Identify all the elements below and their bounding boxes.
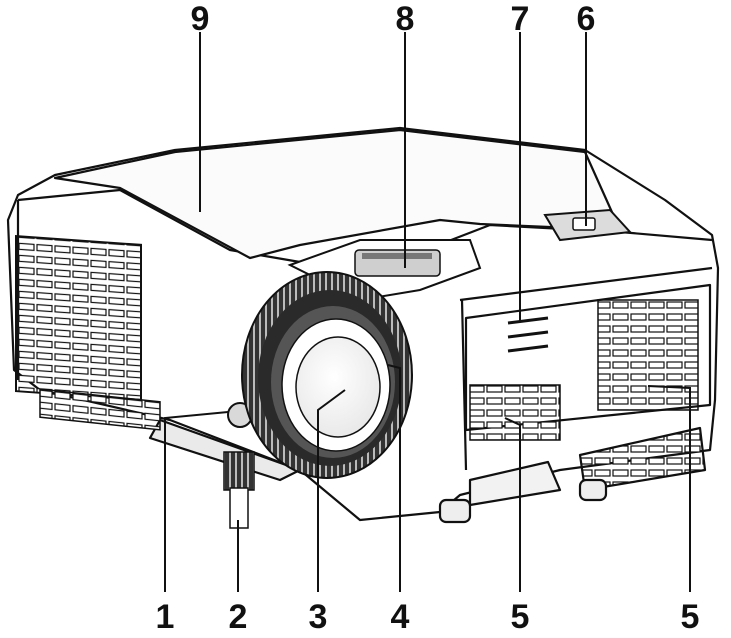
- rear-foot: [438, 498, 472, 524]
- callout-6: 6: [577, 0, 596, 38]
- callout-5-front: 5: [511, 598, 530, 636]
- leader-lines: [164, 32, 691, 592]
- callout-1: 1: [156, 598, 175, 636]
- callout-labels: 9 8 7 6 1 2 3 4 5 5: [156, 0, 700, 636]
- ventilation-side: [597, 299, 699, 411]
- ventilation-left-low: [39, 388, 161, 431]
- speaker: [507, 316, 549, 353]
- callout-7: 7: [511, 0, 530, 38]
- control-panel: [543, 208, 633, 242]
- ventilation-front: [469, 384, 561, 441]
- callout-5-side: 5: [681, 598, 700, 636]
- callout-8: 8: [396, 0, 415, 38]
- rear-foot-right: [578, 478, 608, 502]
- tilt-adjuster-foot: [223, 451, 255, 529]
- callout-3: 3: [309, 598, 328, 636]
- callout-2: 2: [229, 598, 248, 636]
- callout-4: 4: [391, 598, 410, 636]
- callout-9: 9: [191, 0, 210, 38]
- lens-assembly: [241, 271, 413, 479]
- lens: [295, 336, 381, 438]
- lamp-cover: [53, 128, 622, 260]
- ventilation-left: [15, 235, 142, 401]
